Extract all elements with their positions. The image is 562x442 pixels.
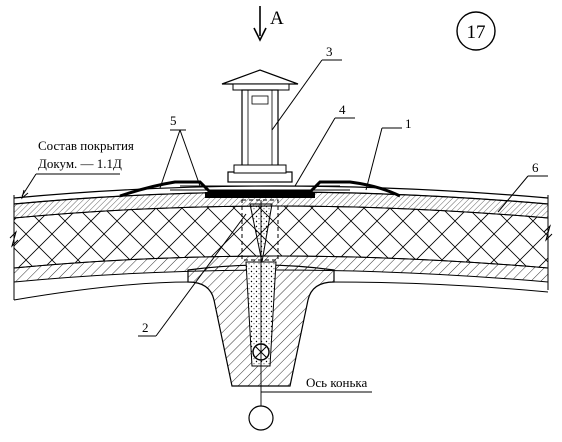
ridge-axis-label: Ось конька [306,375,367,390]
callout-4: 4 [294,102,355,187]
composition-line-1: Состав покрытия [38,138,134,153]
callout-6: 6 [497,160,548,213]
callout-3: 3 [271,44,342,131]
vent-flashing [119,180,401,198]
callout-3-number: 3 [326,44,333,59]
callout-1: 1 [365,116,412,191]
composition-note: Состав покрытия Докум. — 1.1Д [21,138,134,200]
roof-section [9,185,553,301]
callout-4-number: 4 [339,102,346,117]
callout-2-number: 2 [142,320,149,335]
ridge-axis: Ось конька [248,200,372,431]
sheet-number: 17 [467,22,486,43]
view-arrow: А [253,6,284,42]
composition-line-2: Докум. — 1.1Д [38,156,122,171]
callout-1-number: 1 [405,116,412,131]
sheet-number-badge: 17 [456,11,496,51]
callout-2: 2 [138,213,247,337]
callout-5: 5 [159,113,201,189]
view-letter: А [270,8,284,29]
callout-6-number: 6 [532,160,539,175]
callout-5-number: 5 [170,113,177,128]
vent-stack [221,69,299,183]
